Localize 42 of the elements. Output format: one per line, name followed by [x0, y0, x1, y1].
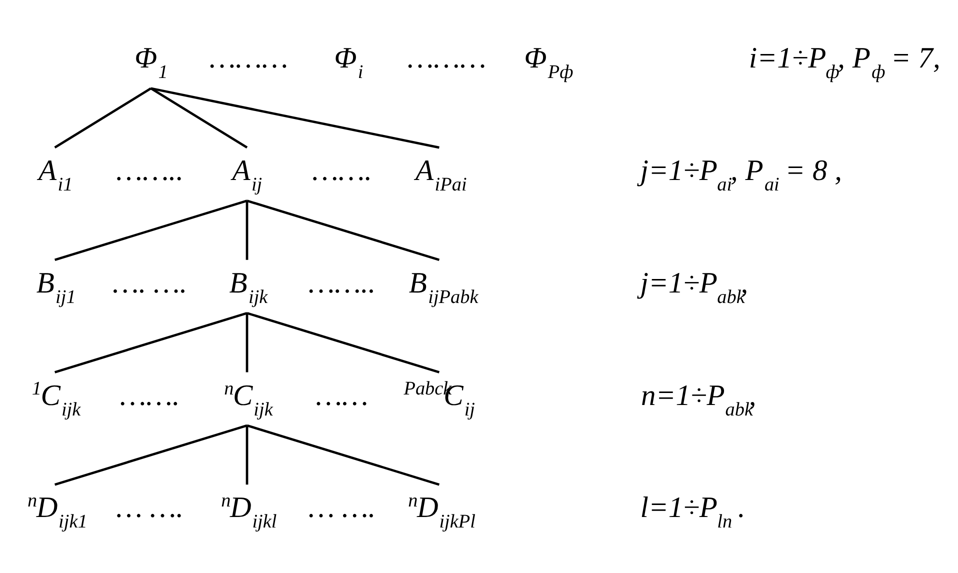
label: ……. — [119, 380, 180, 412]
connector — [245, 425, 248, 485]
label: j=1÷P$_{abk}$, — [640, 267, 748, 308]
node-text: $^{n}$C$_{ijk}$ — [224, 378, 272, 420]
connector — [150, 87, 248, 149]
connector — [54, 87, 152, 149]
connector — [246, 424, 440, 486]
label: …….. — [308, 267, 376, 300]
connector — [54, 312, 247, 374]
node-text: $^{Pabck}$C$_{ij}$ — [403, 378, 475, 420]
node-text: Φ$_{1}$ — [134, 42, 168, 84]
label: i=1÷P$_{ф}$, P$_{ф}$ = 7, — [748, 42, 940, 84]
node-text: B$_{ijk}$ — [228, 267, 268, 308]
node-text: $^{n}$D$_{ijkl}$ — [220, 490, 276, 533]
node-text: A$_{ij}$ — [232, 155, 262, 196]
node-text: B$_{ij1}$ — [36, 267, 76, 308]
node-text: B$_{ijPabk}$ — [408, 267, 478, 308]
connector — [54, 200, 247, 262]
label: … …. — [116, 492, 184, 524]
label: …….. — [116, 155, 184, 188]
label: n=1÷P$_{abk}$, — [640, 380, 756, 420]
connector — [246, 312, 440, 374]
node-text: A$_{i1}$ — [38, 155, 72, 196]
connector — [150, 87, 439, 149]
node-text: $^{n}$D$_{ijk1}$ — [26, 490, 87, 533]
label: …. …. — [112, 267, 187, 300]
node-text: Φ$_{Pф}$ — [524, 42, 573, 84]
label: ……… — [406, 42, 486, 75]
node-text: $^{1}$C$_{ijk}$ — [31, 378, 80, 420]
label: … …. — [308, 492, 376, 524]
connector — [245, 313, 248, 372]
node-text: Φ$_{i}$ — [334, 42, 363, 84]
label: j=1÷P$_{ai}$, P$_{ai}$ = 8 , — [640, 155, 842, 196]
connector — [54, 424, 247, 486]
label: …… — [315, 380, 368, 412]
connector — [246, 200, 440, 262]
node-text: $^{n}$D$_{ijkPl}$ — [408, 490, 475, 533]
label: ……. — [312, 155, 372, 188]
label: l=1÷P$_{ln}$ . — [640, 492, 745, 533]
label: ……… — [208, 42, 288, 75]
node-text: A$_{iPai}$ — [415, 155, 466, 196]
connector — [245, 200, 248, 260]
